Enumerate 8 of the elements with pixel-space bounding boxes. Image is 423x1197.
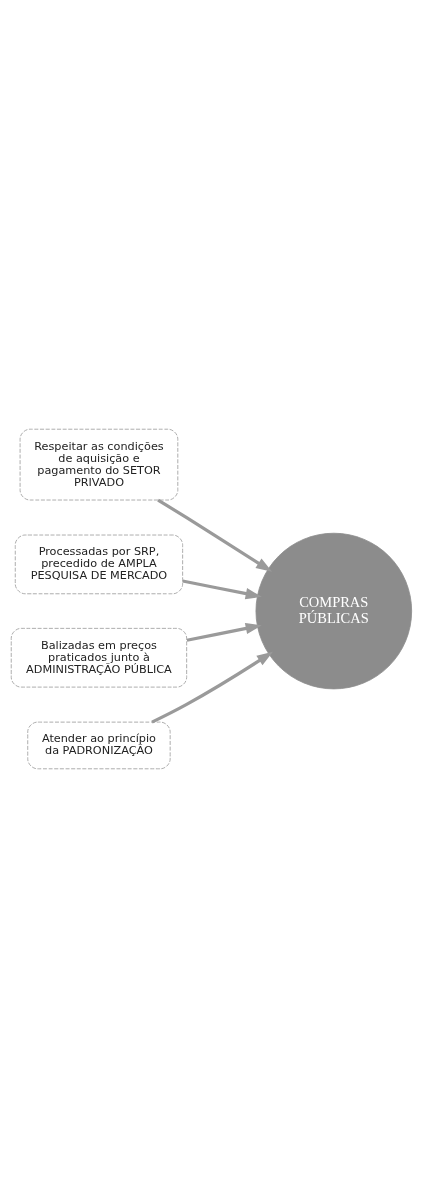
node-box: Atender ao princípio da PADRONIZAÇÃO bbox=[27, 721, 171, 769]
arrow bbox=[182, 578, 262, 599]
node-box: Processadas por SRP, precedido de AMPLA PESQUISA DE MERCADO bbox=[14, 534, 184, 594]
arrow bbox=[151, 651, 273, 724]
node-box: Balizadas em preços praticados junto à ADMINISTRAÇÃO PÚBLICA bbox=[10, 627, 188, 687]
arrow bbox=[186, 622, 262, 642]
node-box: Respeitar as condições de aquisição e pagamento do SETOR PRIVADO bbox=[19, 428, 179, 500]
arrow bbox=[157, 498, 273, 572]
